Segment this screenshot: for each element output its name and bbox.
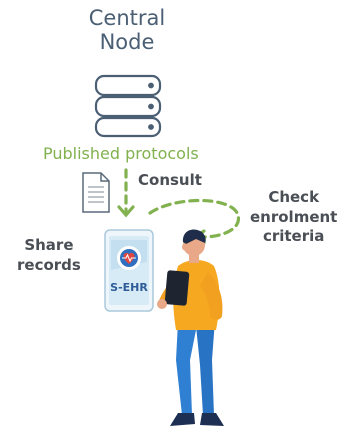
published-protocols-label: Published protocols: [43, 144, 199, 163]
check-criteria-line3: criteria: [262, 227, 325, 245]
heart-pulse-icon: [122, 252, 136, 264]
document-icon: [82, 172, 110, 213]
share-records-line2: records: [17, 255, 81, 274]
consult-arrow: [117, 168, 135, 218]
central-node-title-line1: Central: [88, 6, 166, 30]
central-node-title-line2: Node: [99, 30, 155, 55]
share-records-line1: Share: [24, 236, 74, 254]
check-criteria-line2: enrolment: [250, 207, 338, 226]
share-records-label: Share records: [17, 236, 81, 275]
check-criteria-label: Check enrolment criteria: [250, 188, 337, 247]
person-illustration: [157, 229, 224, 426]
s-ehr-phone[interactable]: [104, 229, 154, 312]
phone-label: S-EHR: [110, 281, 148, 294]
central-node-title: Central Node: [0, 6, 254, 54]
consult-label: Consult: [138, 171, 202, 189]
check-criteria-line1: Check: [268, 188, 320, 206]
database-server-icon: [94, 74, 162, 138]
